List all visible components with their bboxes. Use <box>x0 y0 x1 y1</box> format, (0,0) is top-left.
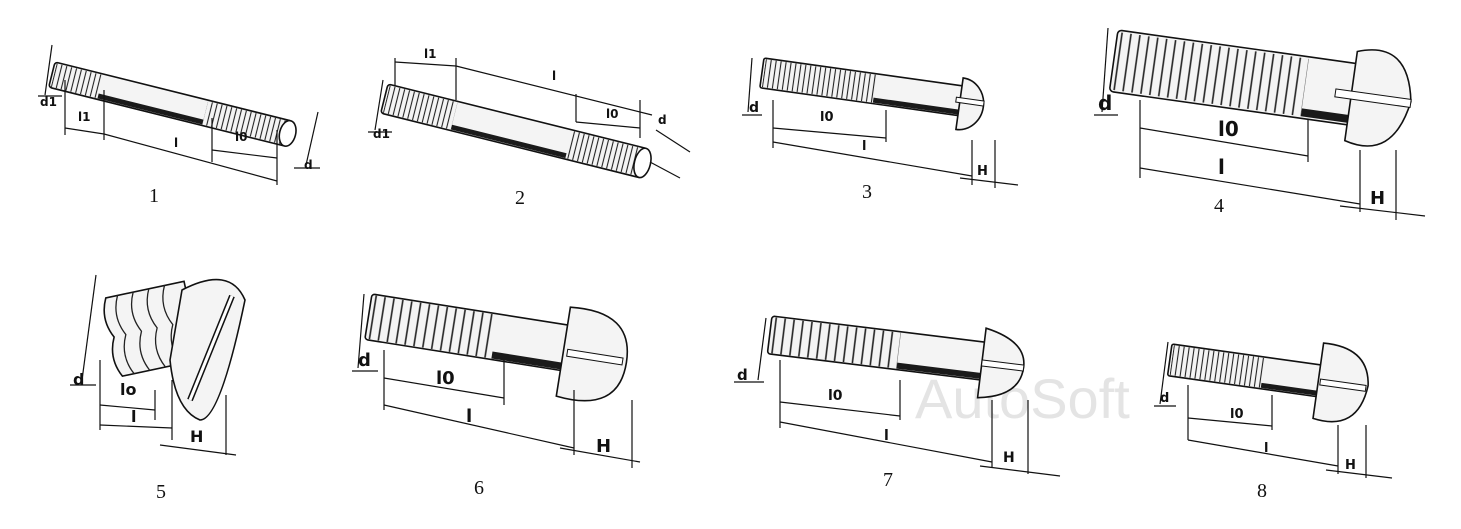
fig1-label-l1: l1 <box>78 110 90 124</box>
figure-2-stud: l1 l l0 d d1 2 <box>368 47 691 209</box>
fig1-label-l: l <box>174 136 178 150</box>
figure-number-6: 6 <box>474 477 484 499</box>
fig6-label-l: l <box>466 406 472 427</box>
fig5-label-d: d <box>73 370 84 389</box>
fig7-label-l: l <box>884 428 889 444</box>
figure-number-2: 2 <box>515 187 525 209</box>
fig4-label-d: d <box>1098 91 1112 115</box>
fig6-label-l0: l0 <box>436 368 455 389</box>
fig6-label-H: H <box>596 436 611 457</box>
screw-thread <box>1112 32 1309 117</box>
watermark: AutoSoft <box>915 367 1130 430</box>
screw-thread <box>366 295 499 359</box>
fig1-label-d: d <box>304 158 313 172</box>
fig8-label-l0: l0 <box>1230 407 1244 422</box>
fig3-label-d: d <box>749 100 759 116</box>
fig3-label-l0: l0 <box>820 110 834 125</box>
stud-thread-right <box>565 130 642 176</box>
screw-thread <box>769 317 901 369</box>
fig5-label-l: l <box>131 407 136 426</box>
screw-thread <box>761 59 877 103</box>
figure-number-7: 7 <box>883 469 893 491</box>
fig7-label-d: d <box>737 366 748 384</box>
fig2-label-l0: l0 <box>606 107 618 121</box>
fig7-label-H: H <box>1003 450 1015 466</box>
fig3-label-H: H <box>977 164 988 179</box>
fig1-label-d1: d1 <box>40 95 57 109</box>
fig2-label-d: d <box>658 113 667 127</box>
figure-number-4: 4 <box>1214 195 1224 217</box>
fig5-label-H: H <box>190 427 203 446</box>
fig4-label-l: l <box>1218 155 1225 179</box>
figure-5-countersunk-screw: d lo l H 5 <box>70 274 246 503</box>
fig4-label-H: H <box>1370 188 1385 209</box>
fig2-label-l: l <box>552 69 556 83</box>
figure-number-3: 3 <box>862 181 872 203</box>
fig7-label-l0: l0 <box>828 388 843 404</box>
fig8-label-l: l <box>1264 441 1268 456</box>
figure-number-1: 1 <box>149 185 159 207</box>
fig2-label-d1: d1 <box>373 127 390 141</box>
fig1-label-l0: l0 <box>235 130 247 144</box>
figure-number-8: 8 <box>1257 480 1267 502</box>
fig4-label-l0: l0 <box>1218 117 1239 141</box>
stud-thread-right <box>202 101 288 145</box>
fig2-label-l1: l1 <box>424 47 436 61</box>
stud-thread-left <box>50 63 104 99</box>
figure-1-stud: d1 l1 l l0 d 1 <box>38 44 320 207</box>
stud-thread-left <box>382 85 458 130</box>
figure-number-5: 5 <box>156 481 166 503</box>
fig5-label-l0: lo <box>120 380 136 399</box>
screw-thread <box>1169 345 1265 388</box>
fig6-label-d: d <box>358 350 371 371</box>
figure-4-countersunk-screw: d l0 l H 4 <box>1094 27 1426 220</box>
figure-6-cheese-head-screw: d l0 l H 6 <box>352 293 641 499</box>
figure-8-pan-head-screw: d l0 l H 8 <box>1154 341 1393 502</box>
fig3-label-l: l <box>862 139 866 154</box>
figure-7-raised-countersunk-screw: d l0 l H 7 <box>734 315 1061 491</box>
fig8-label-d: d <box>1160 391 1169 406</box>
figure-3-round-head-screw: d l0 l H 3 <box>742 57 1019 203</box>
fig8-label-H: H <box>1345 458 1356 473</box>
